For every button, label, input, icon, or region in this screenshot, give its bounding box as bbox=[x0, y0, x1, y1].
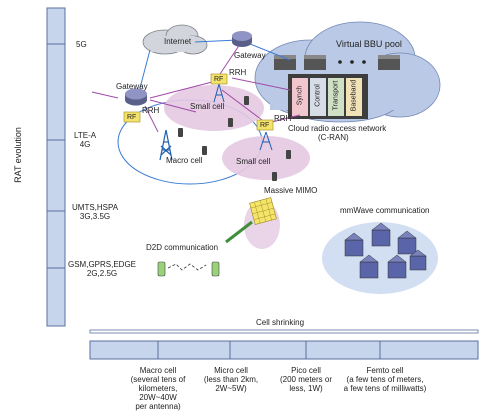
cran-label-line1: Cloud radio access network bbox=[288, 124, 387, 133]
cell-size-line: Pico cell bbox=[291, 366, 321, 375]
rat-level-name: 5G bbox=[76, 40, 87, 49]
phone-icon bbox=[178, 128, 183, 137]
rat-level-sub: 4G bbox=[79, 140, 91, 149]
massive-mimo-label: Massive MIMO bbox=[264, 186, 318, 195]
bbu-module-stack bbox=[288, 74, 368, 119]
rf-box-3 bbox=[123, 111, 141, 123]
cell-shrinking-line bbox=[89, 329, 479, 334]
d2d-label: D2D communication bbox=[146, 243, 219, 252]
small-cell-tower-1 bbox=[213, 83, 225, 103]
phone-icon bbox=[244, 96, 249, 105]
bbu-server-3 bbox=[378, 55, 400, 70]
mmwave-label: mmWave communication bbox=[340, 206, 430, 215]
rat-level-sub: 3G,3.5G bbox=[79, 212, 111, 221]
gateway-top-label: Gateway bbox=[234, 51, 266, 60]
network-links bbox=[91, 39, 301, 133]
bbu-ellipsis-dot bbox=[350, 60, 354, 64]
cell-size-line: per antenna) bbox=[135, 402, 181, 411]
bbu-ellipsis-dot bbox=[362, 60, 366, 64]
cell-size-line: Femto cell bbox=[366, 366, 404, 375]
cell-size-line: less, 1W) bbox=[289, 384, 323, 393]
gateway-left bbox=[125, 88, 147, 106]
cell-size-femto: Femto cell (a few tens of meters, a few … bbox=[330, 366, 440, 393]
bbu-server-1 bbox=[274, 55, 296, 70]
cell-size-pico: Pico cell (200 meters or less, 1W) bbox=[268, 366, 344, 393]
bbu-module-label: Synch bbox=[296, 85, 304, 106]
rf-label-1: RF bbox=[214, 76, 224, 83]
small-cell-label-2: Small cell bbox=[236, 157, 271, 166]
phone-icon bbox=[228, 118, 233, 127]
rat-level-2g: GSM,GPRS,EDGE 2G,2.5G bbox=[68, 260, 136, 278]
small-cell-coverage-2 bbox=[222, 136, 310, 180]
cell-size-line: (a few tens of meters, bbox=[346, 375, 424, 384]
rat-level-sub: 2G,2.5G bbox=[86, 269, 118, 278]
d2d-phone-left bbox=[157, 261, 166, 277]
massive-mimo-antenna-array bbox=[225, 197, 277, 244]
small-cell-coverage-1 bbox=[164, 85, 264, 131]
cell-size-micro: Micro cell (less than 2km, 2W~5W) bbox=[196, 366, 266, 393]
rrh-label-1: RRH bbox=[229, 68, 247, 77]
cell-size-line: 2W~5W) bbox=[215, 384, 247, 393]
bbu-ellipsis-dot bbox=[338, 60, 342, 64]
mmwave-buildings bbox=[344, 222, 427, 279]
rf-label-3: RF bbox=[127, 114, 137, 121]
cell-size-line: (less than 2km, bbox=[203, 375, 259, 384]
internet-label: Internet bbox=[164, 37, 192, 46]
small-cell-label-1: Small cell bbox=[190, 102, 225, 111]
bbu-module-label: Control bbox=[314, 84, 322, 107]
cell-size-bar bbox=[89, 340, 479, 360]
internet-cloud bbox=[142, 24, 208, 55]
rat-level-name: LTE-A bbox=[74, 131, 97, 140]
rrh-label-2: RRH bbox=[274, 114, 292, 123]
rat-level-name: UMTS,HSPA bbox=[72, 203, 119, 212]
macro-cell-label: Macro cell bbox=[166, 156, 203, 165]
bbu-server-2 bbox=[304, 55, 326, 70]
rrh-label-3: RRH bbox=[142, 106, 160, 115]
phone-icon bbox=[286, 150, 291, 159]
cell-size-line: kilometers, bbox=[138, 384, 178, 393]
bbu-module-label: Transport bbox=[332, 80, 340, 111]
cell-size-line: 20W~40W bbox=[139, 393, 177, 402]
d2d-link bbox=[167, 263, 207, 271]
gateway-left-label: Gateway bbox=[116, 82, 148, 91]
rat-evolution-bar bbox=[46, 7, 66, 327]
rf-box-2 bbox=[256, 119, 274, 131]
rat-level-name: GSM,GPRS,EDGE bbox=[68, 260, 137, 269]
bbu-pool-label: Virtual BBU pool bbox=[336, 39, 402, 49]
rat-level-4g: LTE-A 4G bbox=[74, 131, 96, 149]
phone-icon bbox=[272, 172, 277, 181]
rat-evolution-title: RAT evolution bbox=[13, 127, 23, 183]
cell-shrinking-title: Cell shrinking bbox=[256, 318, 305, 327]
cell-size-line: (several tens of bbox=[130, 375, 186, 384]
cell-size-line: (200 meters or bbox=[279, 375, 333, 384]
rat-level-3g: UMTS,HSPA 3G,3.5G bbox=[72, 203, 118, 221]
cran-label-line2: (C-RAN) bbox=[318, 133, 349, 142]
gateway-top bbox=[232, 31, 252, 47]
phone-icon bbox=[202, 146, 207, 155]
macro-cell-tower bbox=[159, 129, 173, 161]
d2d-phone-right bbox=[211, 261, 220, 277]
cell-size-line: Macro cell bbox=[139, 366, 177, 375]
small-cell-tower-2 bbox=[259, 131, 273, 151]
cell-size-line: Micro cell bbox=[214, 366, 248, 375]
rf-label-2: RF bbox=[260, 122, 270, 129]
cell-size-line: a few tens of milliwatts) bbox=[343, 384, 427, 393]
bbu-module-label: Baseband bbox=[350, 79, 358, 112]
rf-box-1 bbox=[210, 73, 228, 85]
rat-level-5g: 5G bbox=[76, 40, 87, 49]
cell-size-macro: Macro cell (several tens of kilometers, … bbox=[118, 366, 198, 411]
